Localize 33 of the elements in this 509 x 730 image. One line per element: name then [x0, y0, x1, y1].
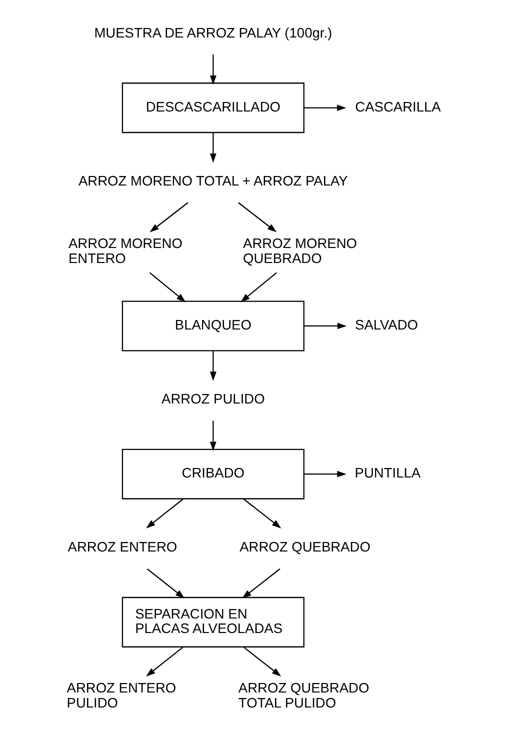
node-text: ARROZ PULIDO [162, 392, 265, 407]
arrow [210, 54, 216, 85]
node-text: ARROZ ENTERO [68, 540, 178, 555]
arrow [149, 272, 186, 302]
arrow [210, 132, 216, 163]
node-text: MUESTRA DE ARROZ PALAY (100gr.) [94, 25, 332, 40]
node-text: SALVADO [355, 318, 418, 333]
node-text: ARROZ MORENO QUEBRADO [243, 236, 357, 266]
node-text: PUNTILLA [354, 466, 421, 481]
arrow [146, 568, 185, 598]
arrow [146, 646, 184, 676]
arrow [210, 351, 216, 381]
node-box: SEPARACION EN PLACAS ALVEOLADAS [122, 596, 304, 648]
node-text: ARROZ QUEBRADO TOTAL PULIDO [238, 680, 370, 710]
arrow [243, 646, 282, 676]
node-box: DESCASCARILLADO [122, 82, 304, 134]
arrow [210, 420, 216, 451]
node-text: ARROZ ENTERO PULIDO [66, 680, 176, 710]
node-text: ARROZ MORENO TOTAL + ARROZ PALAY [78, 173, 348, 188]
node-text: ARROZ MORENO ENTERO [68, 236, 182, 266]
arrow [304, 322, 347, 330]
arrow [238, 202, 277, 232]
node-text: ARROZ QUEBRADO [240, 540, 370, 555]
arrow [304, 104, 346, 112]
arrow [240, 272, 277, 302]
arrow [242, 568, 280, 598]
node-text: CASCARILLA [355, 99, 441, 114]
arrow [243, 498, 282, 528]
arrow [146, 498, 184, 528]
node-box: CRIBADO [122, 448, 304, 500]
arrow [150, 202, 188, 232]
arrow [304, 470, 346, 478]
node-box: BLANQUEO [122, 300, 304, 352]
